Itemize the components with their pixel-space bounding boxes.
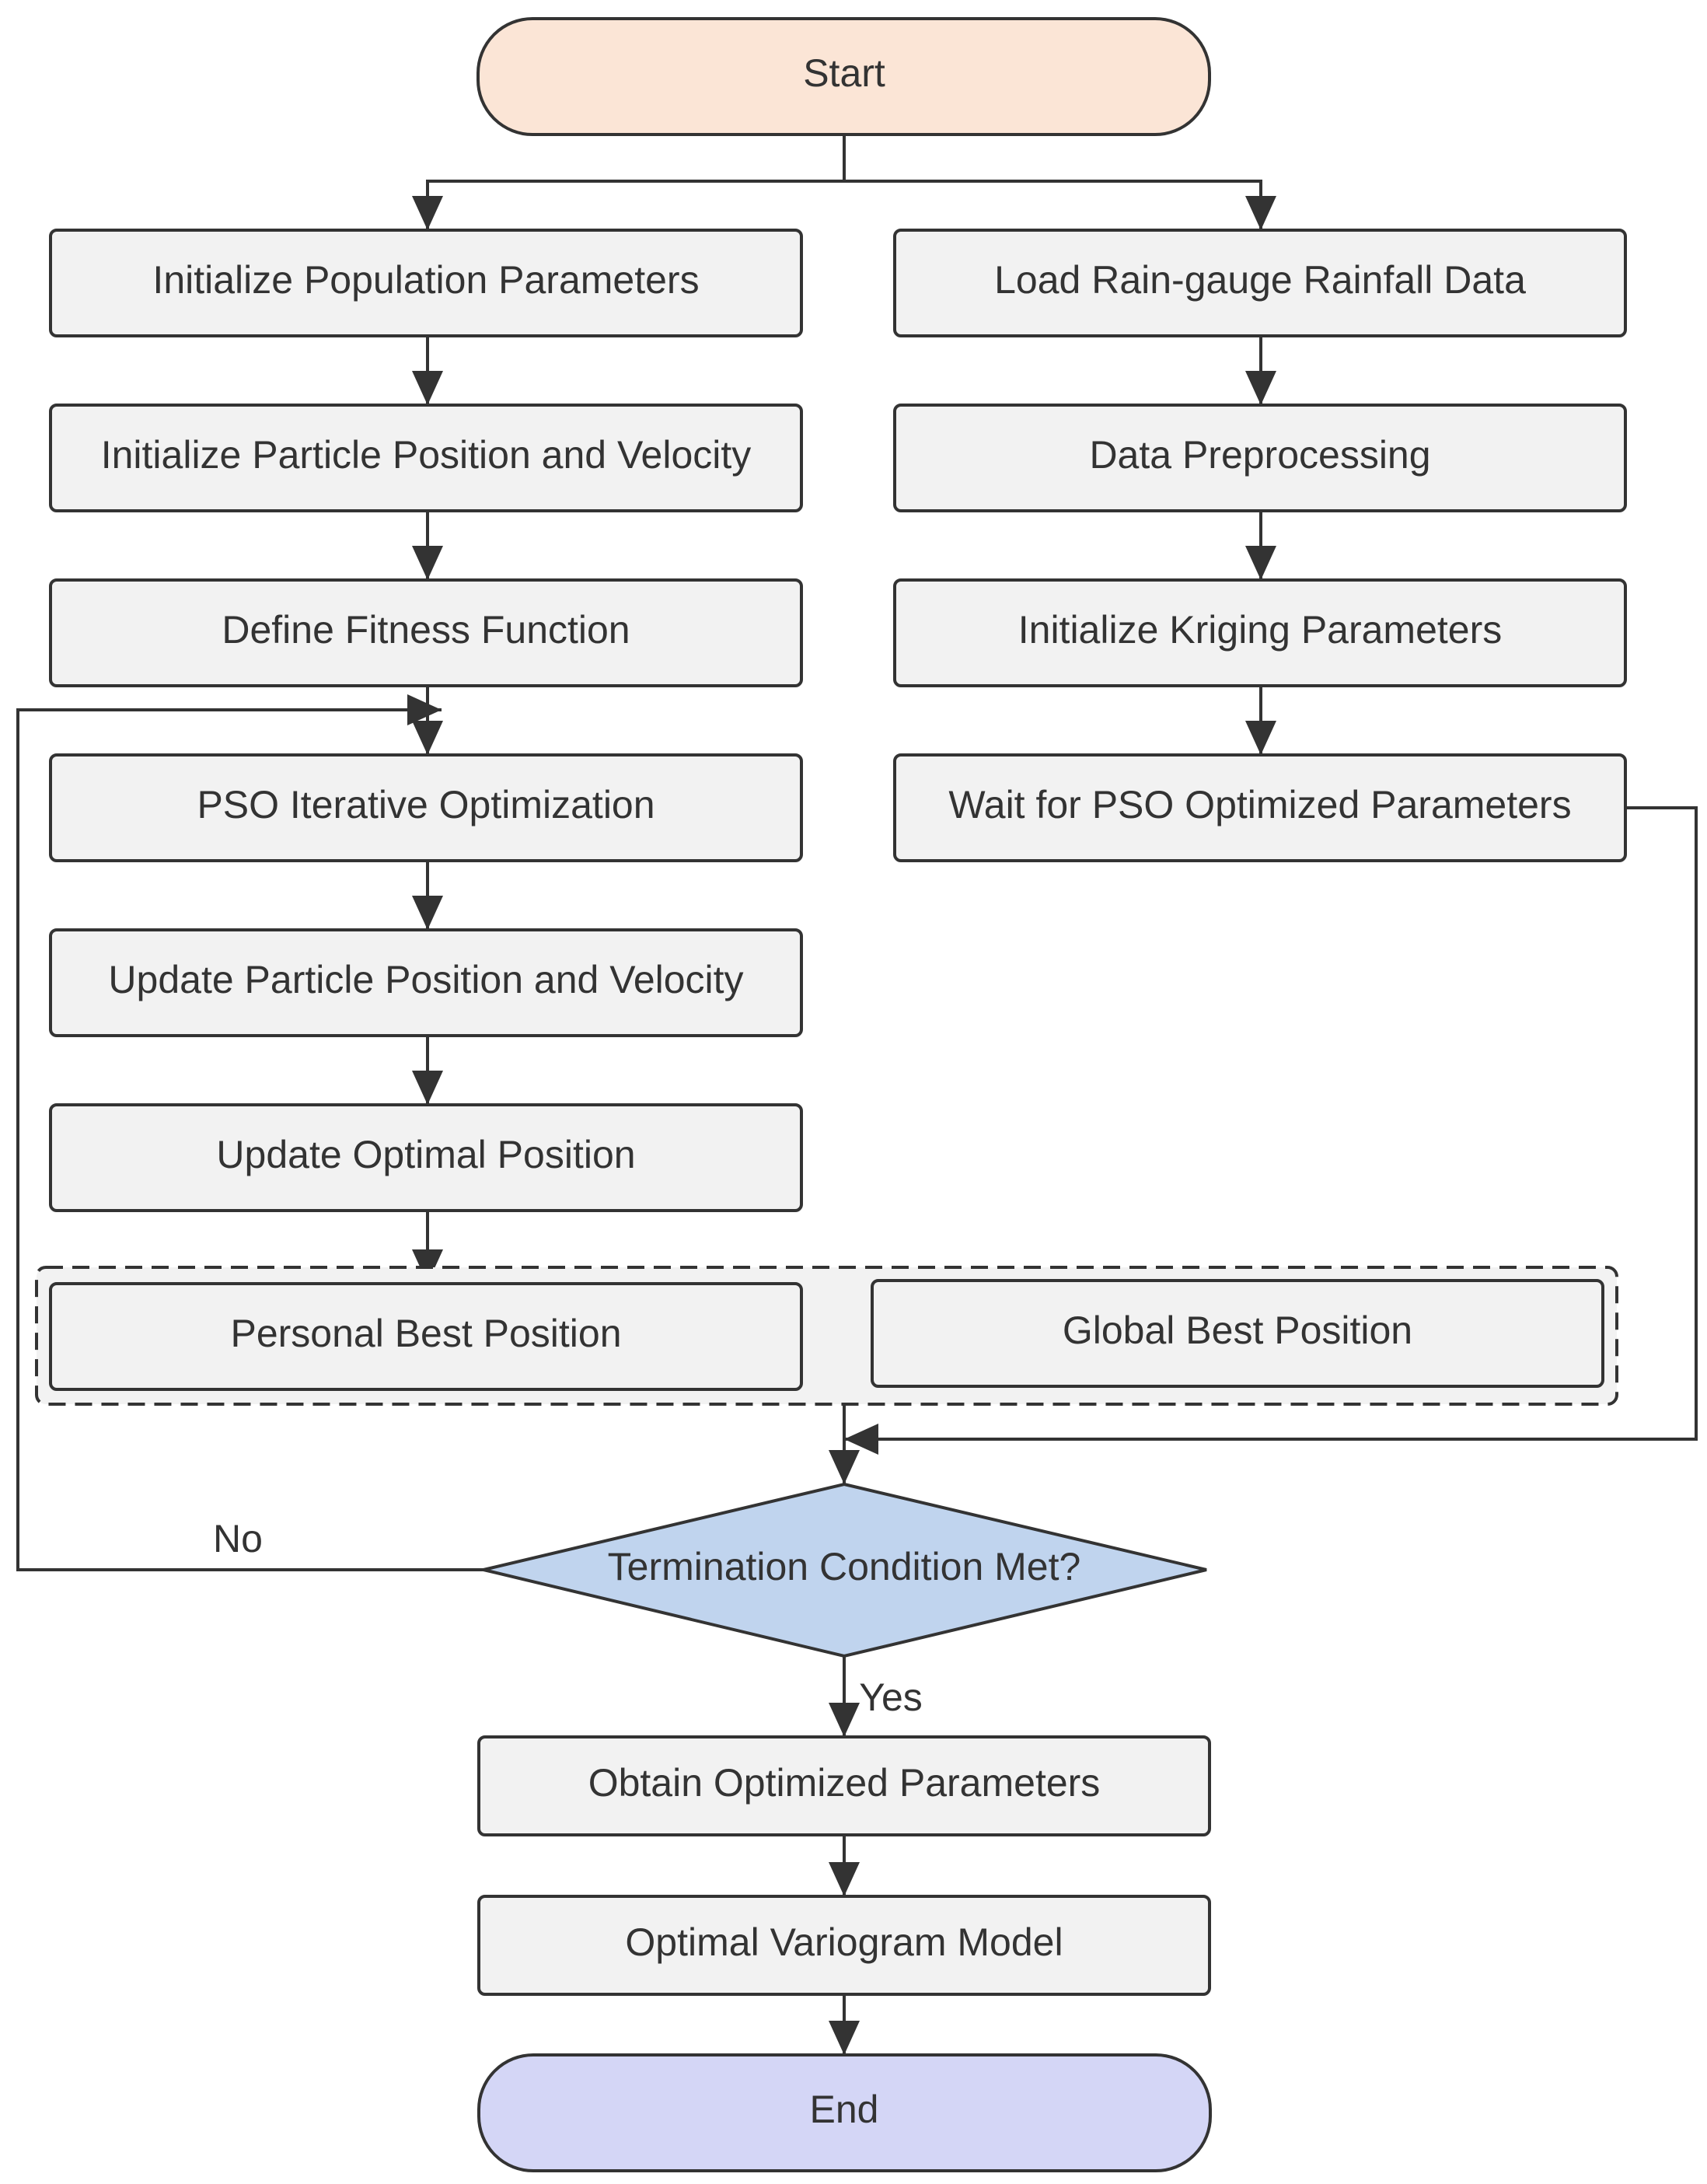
wait-pso-node: Wait for PSO Optimized Parameters — [893, 753, 1627, 862]
optimal-variogram-label: Optimal Variogram Model — [625, 1920, 1063, 1964]
init-particle-node: Initialize Particle Position and Velocit… — [49, 404, 803, 512]
end-terminal: End — [477, 2053, 1212, 2172]
init-kriging-label: Initialize Kriging Parameters — [1018, 608, 1503, 652]
wait-pso-label: Wait for PSO Optimized Parameters — [948, 783, 1571, 826]
load-rainfall-label: Load Rain-gauge Rainfall Data — [994, 258, 1526, 302]
init-population-node: Initialize Population Parameters — [49, 229, 803, 337]
update-particle-node: Update Particle Position and Velocity — [49, 928, 803, 1037]
init-kriging-node: Initialize Kriging Parameters — [893, 578, 1627, 687]
edge-start-to-init-population — [412, 180, 844, 230]
obtain-params-label: Obtain Optimized Parameters — [588, 1761, 1101, 1805]
end-label: End — [810, 2088, 879, 2131]
optimal-variogram-node: Optimal Variogram Model — [477, 1895, 1211, 1996]
start-terminal: Start — [476, 17, 1211, 136]
edge-start-to-load-rainfall — [844, 180, 1276, 230]
data-preprocessing-node: Data Preprocessing — [893, 404, 1627, 512]
personal-best-label: Personal Best Position — [230, 1312, 621, 1355]
update-optimal-node: Update Optimal Position — [49, 1103, 803, 1212]
edge-wait-pso-to-termination — [844, 806, 1698, 1455]
global-best-node: Global Best Position — [871, 1279, 1604, 1388]
edge-label-yes: Yes — [859, 1676, 923, 1719]
start-label: Start — [803, 51, 885, 95]
load-rainfall-node: Load Rain-gauge Rainfall Data — [893, 229, 1627, 337]
update-particle-label: Update Particle Position and Velocity — [108, 958, 743, 1001]
pso-iterative-label: PSO Iterative Optimization — [197, 783, 655, 826]
update-optimal-label: Update Optimal Position — [216, 1133, 635, 1176]
global-best-label: Global Best Position — [1063, 1309, 1412, 1352]
init-particle-label: Initialize Particle Position and Velocit… — [101, 433, 752, 477]
data-preprocessing-label: Data Preprocessing — [1089, 433, 1430, 477]
edge-label-no: No — [213, 1517, 263, 1560]
termination-label: Termination Condition Met? — [608, 1545, 1081, 1588]
define-fitness-label: Define Fitness Function — [222, 608, 630, 652]
obtain-params-node: Obtain Optimized Parameters — [477, 1735, 1211, 1836]
pso-iterative-node: PSO Iterative Optimization — [49, 753, 803, 862]
edge-termination-no-loop — [16, 694, 483, 1571]
init-population-label: Initialize Population Parameters — [152, 258, 699, 302]
personal-best-node: Personal Best Position — [49, 1282, 803, 1391]
define-fitness-node: Define Fitness Function — [49, 578, 803, 687]
termination-decision: Termination Condition Met? — [483, 1482, 1207, 1658]
